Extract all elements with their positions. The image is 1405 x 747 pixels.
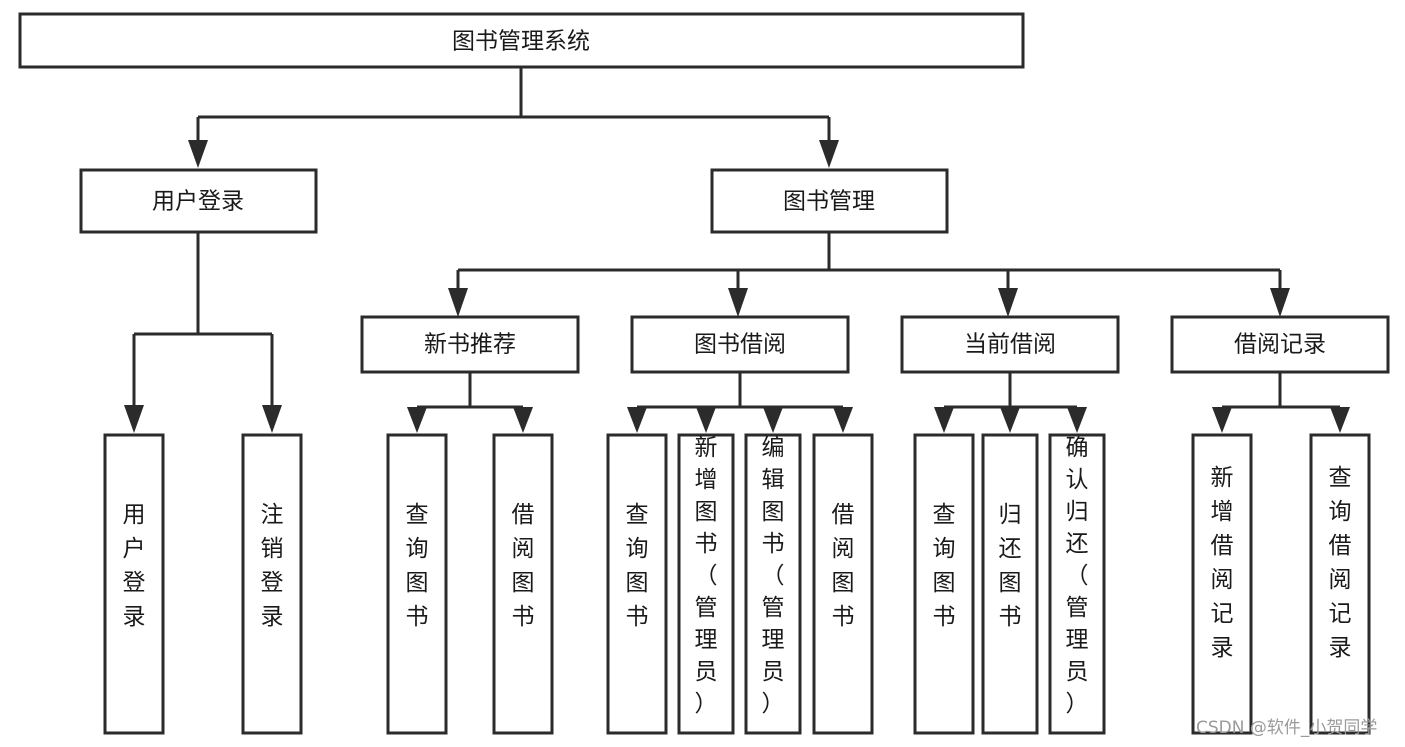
node-new-book-recommend[interactable]: 新书推荐 — [360, 315, 580, 374]
csdn-watermark: CSDN @软件_小贺同学 — [1196, 718, 1377, 738]
node-leaf-logout-login-box[interactable] — [241, 433, 303, 735]
node-book-borrow[interactable]: 图书借阅 — [630, 315, 850, 374]
node-borrow-record[interactable]: 借阅记录 — [1170, 315, 1390, 374]
node-user-login-label: 用户登录 — [152, 189, 244, 215]
node-leaf-query-book-1-box[interactable] — [386, 433, 448, 735]
arrow-to-leaf-edit-book — [763, 407, 783, 433]
node-user-login-box[interactable] — [79, 168, 318, 234]
node-current-borrow-box[interactable] — [900, 315, 1120, 374]
node-leaf-edit-book-label: 编辑图书（管理员） — [762, 435, 785, 717]
node-leaf-user-login[interactable]: 用户登录 — [103, 433, 165, 735]
node-leaf-query-book-3-box[interactable] — [913, 433, 975, 735]
node-leaf-edit-book[interactable]: 编辑图书（管理员） — [744, 433, 802, 735]
arrow-to-book-manage — [819, 140, 839, 168]
node-leaf-borrow-book-1[interactable]: 借阅图书 — [492, 433, 554, 735]
node-leaf-query-book-1-label: 查询图书 — [406, 502, 429, 630]
connector-layer — [124, 67, 1350, 433]
node-leaf-user-login-box[interactable] — [103, 433, 165, 735]
node-leaf-borrow-book-2-label: 借阅图书 — [832, 502, 855, 630]
node-leaf-return-book-box[interactable] — [981, 433, 1039, 735]
node-leaf-query-book-3-label: 查询图书 — [933, 502, 956, 630]
node-leaf-borrow-book-2[interactable]: 借阅图书 — [812, 433, 874, 735]
node-leaf-query-book-2-box[interactable] — [606, 433, 668, 735]
node-leaf-borrow-book-2-box[interactable] — [812, 433, 874, 735]
arrow-to-leaf-borrow-book-1 — [513, 407, 533, 433]
arrow-to-leaf-query-book-3 — [934, 407, 954, 433]
arrow-to-borrow-record — [1270, 288, 1290, 317]
arrow-to-user-login — [188, 140, 208, 168]
arrow-to-leaf-add-book — [696, 407, 716, 433]
node-leaf-borrow-book-1-label: 借阅图书 — [512, 502, 535, 630]
node-new-book-recommend-box[interactable] — [360, 315, 580, 374]
arrow-to-leaf-add-record — [1212, 407, 1232, 433]
node-root[interactable]: 图书管理系统 — [18, 12, 1025, 69]
node-leaf-logout-login-label: 注销登录 — [261, 502, 284, 630]
node-leaf-return-book-label: 归还图书 — [999, 502, 1022, 630]
node-book-borrow-box[interactable] — [630, 315, 850, 374]
node-leaf-user-login-label: 用户登录 — [123, 502, 146, 630]
node-new-book-recommend-label: 新书推荐 — [424, 332, 516, 358]
node-leaf-query-book-2-label: 查询图书 — [626, 502, 649, 630]
node-leaf-borrow-book-1-box[interactable] — [492, 433, 554, 735]
node-leaf-confirm-return-label: 确认归还（管理员） — [1066, 435, 1089, 717]
node-borrow-record-label: 借阅记录 — [1234, 332, 1326, 358]
node-book-manage-box[interactable] — [710, 168, 949, 234]
node-leaf-query-record-label: 查询借阅记录 — [1329, 465, 1352, 661]
arrow-to-current-borrow — [998, 288, 1018, 317]
arrow-to-leaf-user-login — [124, 405, 144, 433]
node-leaf-logout-login[interactable]: 注销登录 — [241, 433, 303, 735]
node-book-manage[interactable]: 图书管理 — [710, 168, 949, 234]
node-leaf-confirm-return-box[interactable] — [1048, 433, 1106, 735]
node-leaf-add-book[interactable]: 新增图书（管理员） — [677, 433, 735, 735]
arrow-to-leaf-logout-login — [262, 405, 282, 433]
node-leaf-return-book[interactable]: 归还图书 — [981, 433, 1039, 735]
node-current-borrow-label: 当前借阅 — [964, 332, 1056, 358]
node-leaf-query-record[interactable]: 查询借阅记录 — [1309, 433, 1371, 735]
arrow-to-leaf-query-book-1 — [407, 407, 427, 433]
node-book-borrow-label: 图书借阅 — [694, 332, 786, 358]
node-leaf-add-book-label: 新增图书（管理员） — [695, 435, 718, 717]
arrow-to-leaf-return-book — [1000, 407, 1020, 433]
arrow-to-new-book-recommend — [448, 288, 468, 317]
arrow-to-leaf-query-record — [1330, 407, 1350, 433]
node-user-login[interactable]: 用户登录 — [79, 168, 318, 234]
node-current-borrow[interactable]: 当前借阅 — [900, 315, 1120, 374]
node-leaf-edit-book-box[interactable] — [744, 433, 802, 735]
node-leaf-add-record-label: 新增借阅记录 — [1211, 465, 1234, 661]
node-leaf-query-book-3[interactable]: 查询图书 — [913, 433, 975, 735]
node-leaf-add-record[interactable]: 新增借阅记录 — [1191, 433, 1253, 735]
node-root-box[interactable] — [18, 12, 1025, 69]
arrow-to-leaf-borrow-book-2 — [833, 407, 853, 433]
arrow-to-leaf-confirm-return — [1067, 407, 1087, 433]
node-borrow-record-box[interactable] — [1170, 315, 1390, 374]
node-leaf-query-record-box[interactable] — [1309, 433, 1371, 735]
node-leaf-query-book-1[interactable]: 查询图书 — [386, 433, 448, 735]
node-leaf-add-book-box[interactable] — [677, 433, 735, 735]
node-book-manage-label: 图书管理 — [783, 189, 875, 215]
node-leaf-confirm-return[interactable]: 确认归还（管理员） — [1048, 433, 1106, 735]
arrow-to-book-borrow — [728, 288, 748, 317]
node-leaf-add-record-box[interactable] — [1191, 433, 1253, 735]
node-leaf-query-book-2[interactable]: 查询图书 — [606, 433, 668, 735]
arrow-to-leaf-query-book-2 — [627, 407, 647, 433]
node-root-label: 图书管理系统 — [452, 29, 590, 55]
